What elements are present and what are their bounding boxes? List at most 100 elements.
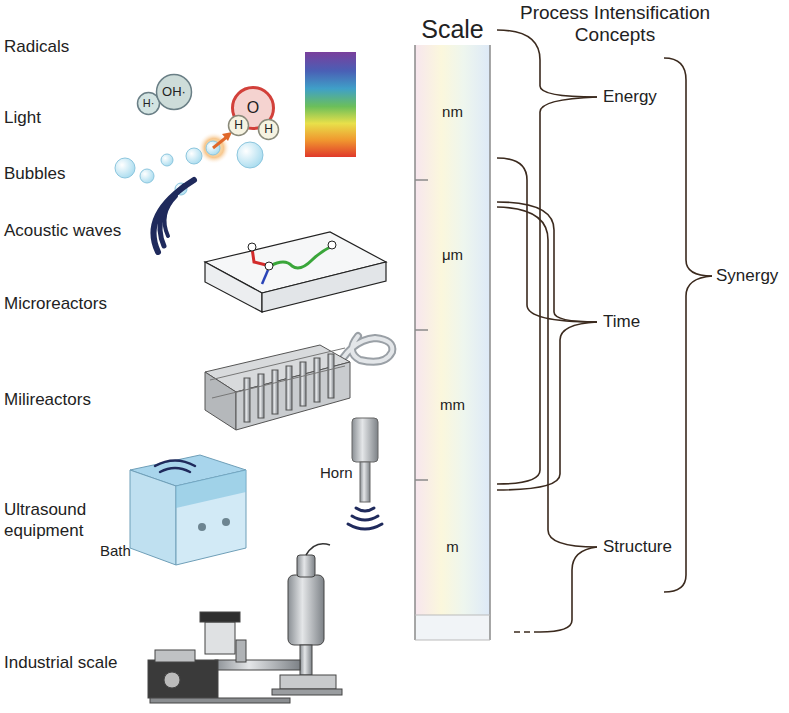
concepts-heading: Process Intensification Concepts: [490, 2, 740, 46]
concept-label: Energy: [603, 86, 657, 107]
rect-shape: [288, 575, 324, 645]
industrial-equipment: [148, 544, 342, 703]
scale-item-label: Light: [4, 107, 41, 128]
path-shape: [415, 180, 428, 480]
rect-shape: [272, 370, 278, 414]
path-shape: [415, 615, 490, 640]
scale-bar: Scalenmμmmmm: [410, 14, 495, 646]
polygon-shape: [176, 470, 246, 508]
path-shape: [348, 524, 382, 529]
path-shape: [497, 158, 597, 322]
node-text: nm: [442, 104, 463, 121]
rect-shape: [415, 615, 490, 640]
path-shape: [222, 132, 232, 141]
rect-shape: [155, 650, 195, 662]
node-text: m: [446, 539, 459, 556]
microreactor-chip: [205, 232, 386, 312]
rect-shape: [205, 622, 235, 654]
rect-shape: [215, 660, 300, 670]
scale-item-label: Acoustic waves: [4, 220, 121, 241]
concept-brackets: [497, 30, 712, 632]
hydrogen-atom: H: [257, 118, 280, 141]
scale-heading: Scale: [410, 14, 495, 44]
path-shape: [210, 348, 345, 398]
scale-item-label: Ultrasound equipment: [4, 499, 114, 541]
circle-shape: [222, 518, 230, 526]
rect-shape: [200, 612, 240, 622]
path-shape: [160, 468, 190, 472]
concept-label: Structure: [603, 536, 672, 557]
path-shape: [262, 270, 268, 284]
rect-shape: [300, 362, 306, 406]
concept-label: Time: [603, 311, 640, 332]
path-shape: [415, 45, 490, 640]
radical-circle: OH·: [155, 73, 193, 111]
circle-shape: [161, 154, 173, 166]
scale-band: nm: [415, 45, 490, 180]
path-shape: [664, 58, 712, 276]
polygon-shape: [262, 262, 386, 312]
light-photon: [198, 132, 232, 164]
polygon-shape: [205, 372, 236, 430]
rect-shape: [314, 358, 320, 402]
node-text: OH·: [162, 85, 186, 99]
rect-shape: [244, 378, 250, 422]
circle-shape: [259, 120, 279, 140]
path-shape: [540, 547, 597, 632]
g-shape: [244, 354, 334, 422]
circle-shape: [164, 672, 180, 688]
path-shape: [270, 246, 332, 268]
scale-band: μm: [415, 180, 490, 330]
bubbles: [115, 142, 263, 195]
circle-shape: [115, 158, 135, 178]
hydrogen-atom: H: [227, 114, 250, 137]
circle-shape: [140, 169, 154, 183]
node-text: H·: [143, 97, 155, 109]
rect-shape: [328, 354, 334, 398]
rect-shape: [150, 698, 290, 703]
rect-shape: [280, 675, 336, 689]
ultrasound-horn: [348, 418, 382, 529]
node-text: H: [264, 123, 273, 136]
milireactor: [205, 345, 350, 430]
rect-shape: [272, 689, 342, 695]
rect-shape: [300, 645, 312, 675]
circle-shape: [229, 116, 249, 136]
node-text: O: [247, 99, 259, 117]
rect-shape: [258, 374, 264, 418]
g-shape: [348, 508, 382, 529]
scale-band: mm: [415, 330, 490, 480]
scale-item-label: Bath: [100, 540, 131, 561]
light-spectrum: [305, 52, 356, 157]
polygon-shape: [176, 470, 246, 565]
path-shape: [510, 631, 540, 633]
path-shape: [155, 461, 195, 467]
rect-shape: [415, 45, 490, 615]
scale-item-label: Industrial scale: [4, 652, 117, 673]
path-shape: [352, 516, 378, 520]
rect-shape: [297, 555, 315, 577]
circle-shape: [237, 142, 263, 168]
path-shape: [497, 97, 597, 484]
scale-item-label: Milireactors: [4, 389, 91, 410]
rect-shape: [360, 462, 370, 502]
circle-shape: [186, 148, 202, 164]
scale-band: m: [415, 480, 490, 615]
node-text: μm: [442, 247, 463, 264]
path-shape: [356, 508, 374, 511]
path-shape: [497, 207, 597, 547]
scale-item-label: Bubbles: [4, 163, 65, 184]
acoustic-waves: [154, 180, 195, 252]
scale-item-label: Radicals: [4, 36, 69, 57]
polygon-shape: [130, 470, 176, 565]
node-text: H: [234, 119, 243, 132]
polygon-shape: [205, 262, 262, 312]
circle-shape: [198, 523, 206, 531]
circle-shape: [248, 243, 256, 251]
rect-shape: [286, 366, 292, 410]
path-shape: [497, 202, 597, 322]
scale-item-label: Microreactors: [4, 293, 107, 314]
path-shape: [497, 322, 597, 490]
circle-shape: [328, 241, 336, 249]
